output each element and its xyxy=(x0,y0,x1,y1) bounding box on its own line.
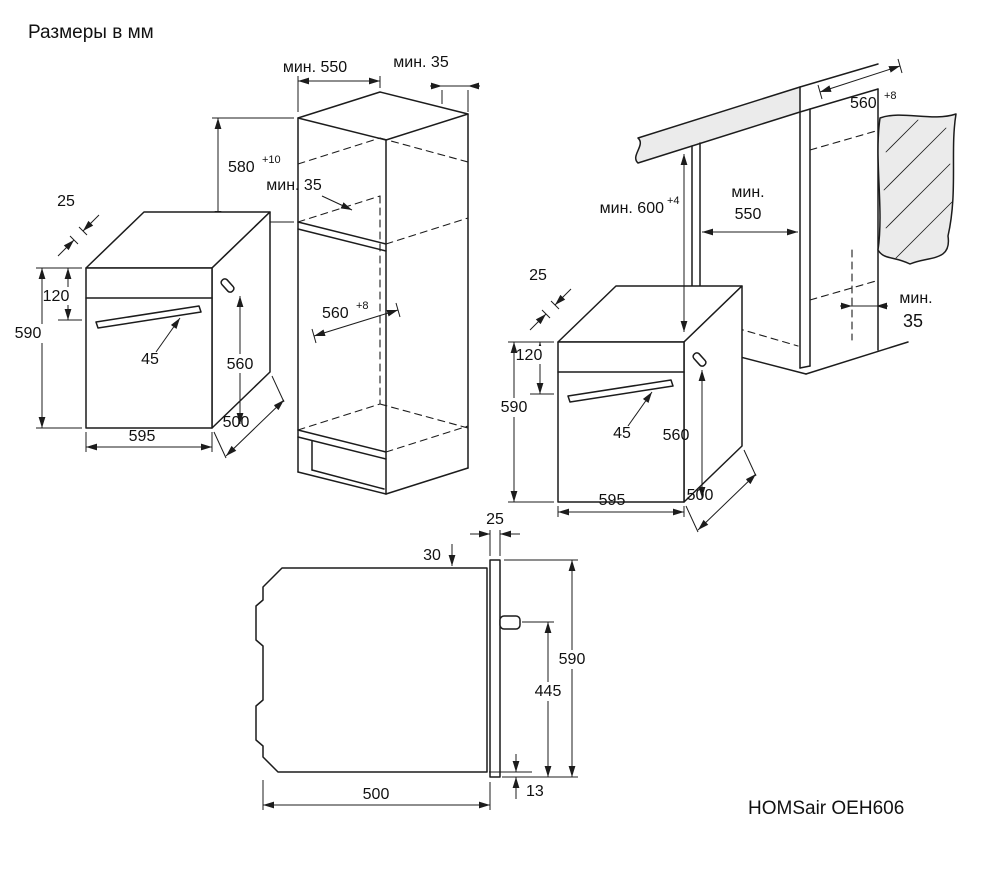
dim-oven-width: 595 xyxy=(129,428,156,445)
dim-uc-gap-min-word: мин. xyxy=(899,290,932,307)
dim-uc-min-word: мин. xyxy=(731,184,764,201)
dim-cabinet-niche-depth-tol: +8 xyxy=(356,300,369,312)
oven-handle xyxy=(567,379,674,403)
tall-cabinet-dimensions: мин. 550 мин. 35 580 +10 мин. 35 560 +8 xyxy=(212,54,480,344)
dim-oven-handle-depth: 45 xyxy=(141,351,159,368)
undercounter-niche xyxy=(635,63,957,375)
built-in-oven-right xyxy=(557,285,743,503)
dim-uc-gap: 35 xyxy=(903,311,923,331)
side-view-dimensions: 25 30 590 445 13 500 xyxy=(262,511,589,810)
built-in-oven-left xyxy=(85,211,271,429)
model-label: HOMSair OEH606 xyxy=(748,798,904,819)
dim-cabinet-min-depth: мин. 550 xyxy=(283,59,347,76)
dim-side-height: 590 xyxy=(559,651,586,668)
oven-vent-slot xyxy=(220,278,235,293)
dim-side-bottom-lip: 13 xyxy=(526,783,544,800)
oven-handle-profile xyxy=(499,615,521,630)
dim-oven-body-depth: 500 xyxy=(687,487,714,504)
dim-oven-width: 595 xyxy=(599,492,626,509)
dim-side-door-thickness: 25 xyxy=(486,511,504,528)
dim-oven-depth: 560 xyxy=(663,427,690,444)
oven-body-profile xyxy=(255,567,488,773)
undercounter-dimensions: 560 +8 мин. 600 +4 мин. 550 мин. 35 xyxy=(600,58,933,332)
dim-uc-niche-depth: 560 xyxy=(850,95,877,112)
dim-side-top-inset: 30 xyxy=(423,547,441,564)
oven-side-view xyxy=(255,559,521,778)
dim-oven-body-depth: 500 xyxy=(223,414,250,431)
page-title: Размеры в мм xyxy=(28,22,154,43)
dim-cabinet-niche-height-tol: +10 xyxy=(262,154,281,166)
dim-side-handle-to-bottom: 445 xyxy=(535,683,562,700)
dim-side-body-depth: 500 xyxy=(363,786,390,803)
oven-right-dimensions: 25 120 590 45 560 595 500 xyxy=(497,267,757,533)
dim-cabinet-min-gap-inner: мин. 35 xyxy=(266,177,322,194)
oven-left-dimensions: 25 120 590 45 560 595 500 xyxy=(12,193,285,459)
dim-oven-height: 590 xyxy=(15,325,42,342)
dim-cabinet-niche-height: 580 xyxy=(228,159,255,176)
dim-cabinet-niche-depth: 560 xyxy=(322,305,349,322)
oven-handle xyxy=(95,305,202,329)
tall-cabinet xyxy=(297,91,469,495)
dim-uc-niche-depth-tol: +8 xyxy=(884,90,897,102)
dim-oven-depth: 560 xyxy=(227,356,254,373)
dim-oven-top-clearance: 25 xyxy=(57,193,75,210)
dim-cabinet-min-gap-top: мин. 35 xyxy=(393,54,449,71)
oven-door-profile xyxy=(489,559,501,778)
dim-oven-top-clearance: 25 xyxy=(529,267,547,284)
oven-vent-slot xyxy=(692,352,707,367)
dim-oven-panel-height: 120 xyxy=(43,288,70,305)
dim-uc-niche-height: мин. 600 xyxy=(600,200,664,217)
dim-oven-panel-height: 120 xyxy=(516,347,543,364)
dim-oven-height: 590 xyxy=(501,399,528,416)
dim-uc-niche-height-tol: +4 xyxy=(667,195,680,207)
dim-uc-interior-depth: 550 xyxy=(735,206,762,223)
wall-break xyxy=(877,113,957,265)
countertop xyxy=(635,86,801,164)
dim-oven-handle-depth: 45 xyxy=(613,425,631,442)
